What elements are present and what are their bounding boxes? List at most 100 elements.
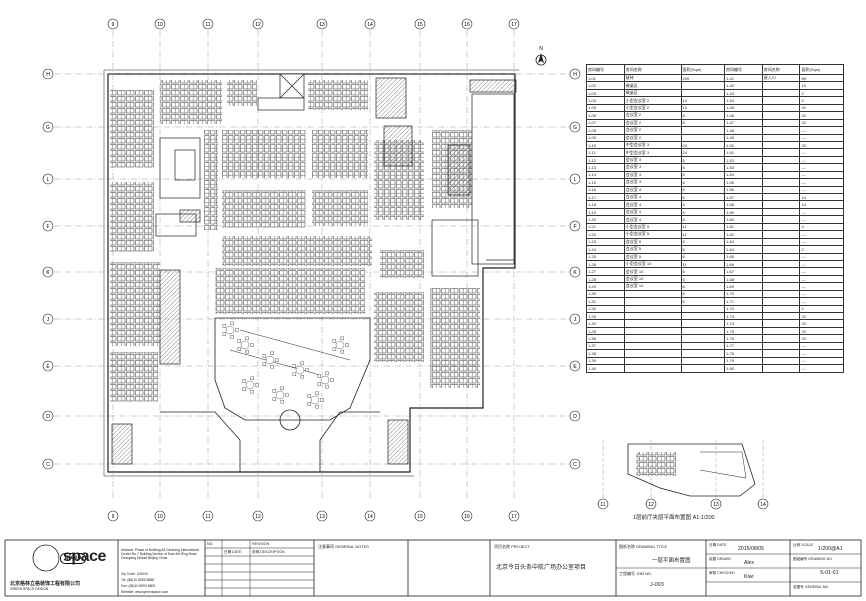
table-cell: 1-74 (723, 319, 763, 328)
table-cell (761, 133, 801, 142)
table-cell: 1-48 (723, 126, 763, 135)
table-cell: 4 (799, 222, 844, 232)
table-cell (680, 311, 725, 321)
table-cell: 1-78 (723, 349, 763, 358)
grid-column-label: 17 (511, 22, 517, 28)
table-cell: 1-11 (586, 148, 625, 157)
table-cell: 1-34 (586, 319, 625, 328)
table-cell: — (799, 185, 844, 195)
table-cell: 1-28 (586, 274, 625, 284)
table-cell: 1-26 (586, 259, 625, 269)
table-cell: 42 (799, 111, 844, 120)
table-cell (761, 140, 801, 150)
grid-column-label: 9 (112, 22, 115, 28)
grid-column-label: 11 (205, 514, 210, 520)
table-cell: — (799, 215, 844, 224)
grid-column-label: 10 (157, 514, 163, 520)
table-cell: 1-54 (723, 170, 763, 180)
drawn-value: Alex (744, 560, 755, 566)
table-cell (761, 170, 801, 180)
table-cell: 1-18 (586, 200, 625, 209)
grid-column-label: 15 (417, 514, 423, 520)
company-logo: space (63, 548, 106, 565)
table-cell: 1-33 (586, 311, 625, 321)
table-cell: 小型会议室 2 (623, 96, 682, 105)
table-cell: — (799, 356, 844, 366)
table-cell: 1-49 (723, 133, 763, 142)
table-cell: 6 (680, 111, 725, 120)
table-cell: 1-55 (723, 178, 763, 187)
table-cell: 1-19 (586, 207, 625, 217)
table-cell (623, 334, 682, 343)
grid-row-label: J (47, 317, 50, 323)
grid-row-label: F (46, 224, 49, 230)
table-cell: 14 (799, 200, 844, 209)
table-cell (761, 178, 801, 187)
table-cell: 1-15 (586, 178, 625, 187)
table-cell (761, 349, 801, 358)
table-cell: — (799, 237, 844, 247)
grid-row-label: K (573, 270, 577, 276)
table-cell: 1-56 (723, 185, 763, 195)
table-cell (623, 364, 682, 373)
table-cell (761, 88, 801, 98)
table-cell: 6 (680, 215, 725, 224)
table-cell (680, 304, 725, 314)
grid-row-label: E (46, 364, 50, 370)
table-cell: 89 (799, 73, 844, 83)
table-cell: — (799, 126, 844, 135)
table-cell: 会议室 5 (623, 237, 682, 247)
table-cell: — (799, 178, 844, 187)
grid-row-label: E (573, 364, 577, 370)
table-cell (623, 304, 682, 314)
table-cell: 小型会议室 2 (623, 103, 682, 113)
table-cell: 1-42 (723, 81, 763, 90)
table-cell: — (799, 148, 844, 157)
project-name: 北京今日头条中航广场办公室项目 (496, 565, 587, 571)
company-website: Website: www.greenspace.com (121, 590, 169, 594)
table-cell: 1-70 (723, 289, 763, 299)
table-cell: 会议室 2 (623, 133, 682, 142)
company-tel: Tel: (86)10 6593 8888 (121, 578, 154, 582)
table-cell (680, 88, 725, 98)
table-header-row: 房间编号房间名称面积(Sqm)房间编号房间名称面积(Sqm) (586, 64, 844, 75)
table-cell (623, 319, 682, 328)
grid-column-label: 12 (255, 514, 261, 520)
grid-row-label: C (573, 462, 577, 468)
table-cell: 1-61 (723, 222, 763, 232)
table-cell: 8 (680, 118, 725, 128)
grid-column-label: 16 (464, 22, 470, 28)
table-cell: 会议室 2 (623, 118, 682, 128)
table-cell: — (799, 155, 844, 165)
company-name-cn: 北京格林立格装饰工程有限公司 (10, 581, 81, 587)
table-cell: 会议室 3 (623, 178, 682, 187)
table-cell: 1-73 (723, 311, 763, 321)
table-cell: 2 (799, 88, 844, 98)
table-cell: 1-46 (723, 111, 763, 120)
grid-column-label: 15 (417, 22, 423, 28)
table-header-cell: 面积(Sqm) (680, 64, 725, 75)
table-cell (761, 311, 801, 321)
table-cell: 1-76 (723, 334, 763, 343)
table-cell: 6 (680, 170, 725, 180)
table-cell: 6 (680, 200, 725, 209)
table-cell: 6 (680, 185, 725, 195)
table-header-cell: 房间名称 (623, 64, 682, 75)
table-cell: 1-30 (586, 289, 625, 299)
table-cell (761, 155, 801, 165)
table-cell (761, 245, 801, 254)
table-cell: 11 (680, 230, 725, 239)
table-cell: 6 (680, 192, 725, 202)
table-cell (680, 364, 725, 373)
drawing-no: S-01-01 (820, 570, 839, 576)
